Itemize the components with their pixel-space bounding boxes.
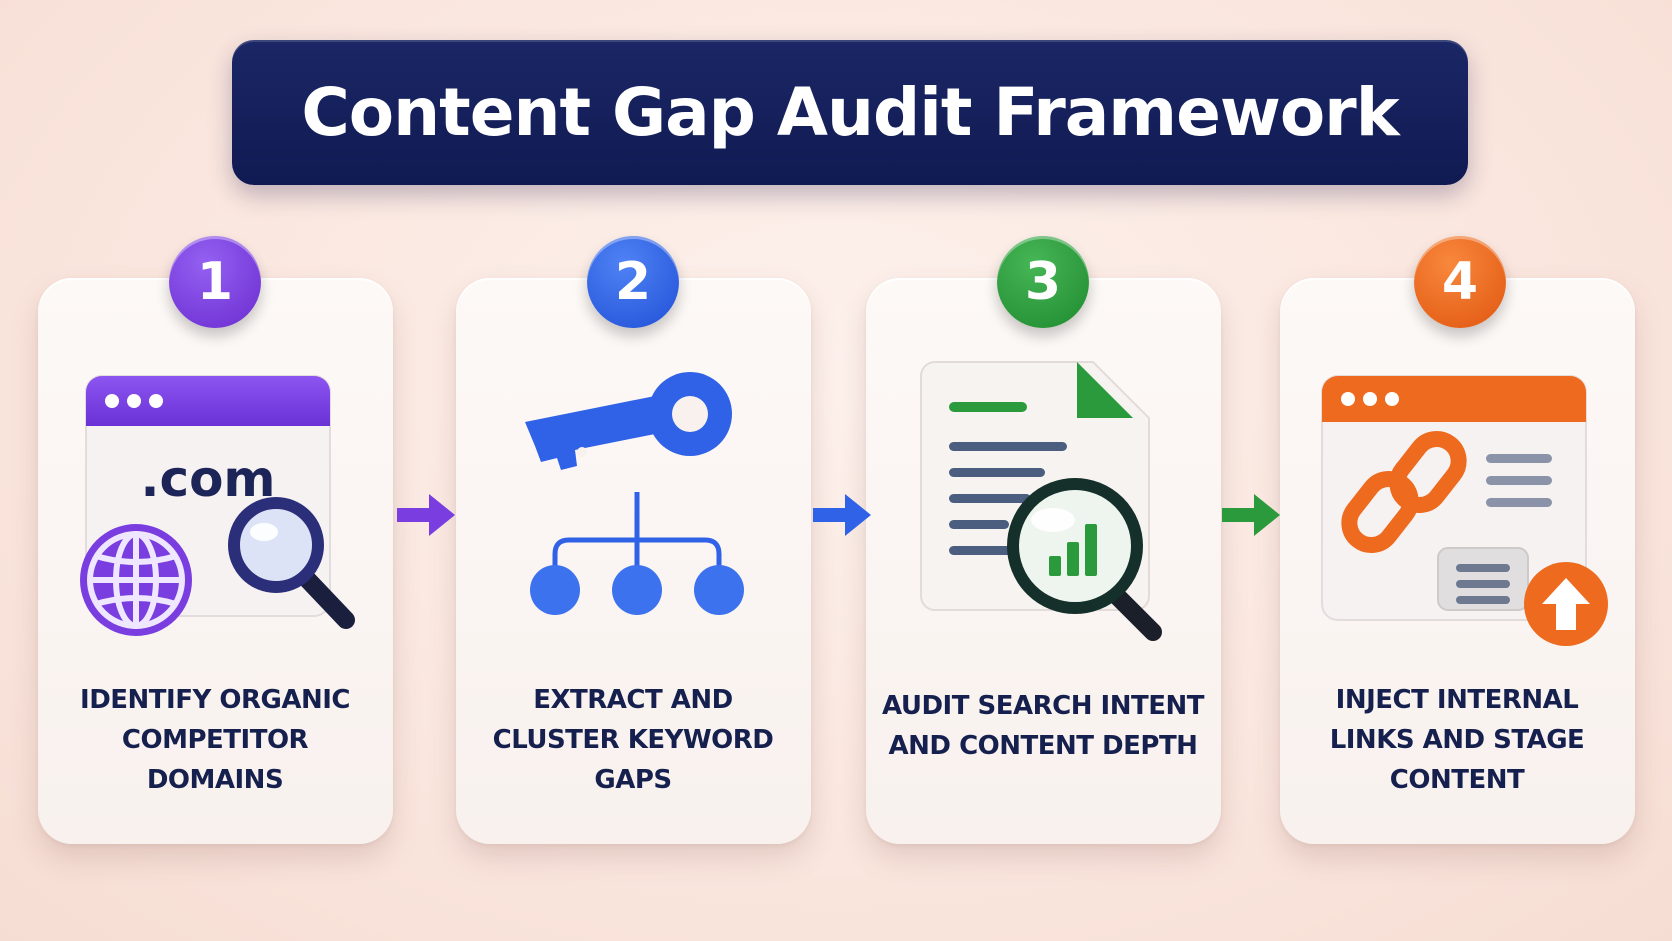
step-label-3: AUDIT SEARCH INTENT AND CONTENT DEPTH <box>882 691 1204 761</box>
step-number: 4 <box>1441 252 1479 312</box>
arrow-right-icon <box>397 494 455 536</box>
step-number-badge-2: 2 <box>587 236 679 328</box>
title-banner: Content Gap Audit Framework <box>232 40 1468 185</box>
step-label-4: INJECT INTERNAL LINKS AND STAGE CONTENT <box>1329 685 1585 795</box>
arrow-right-icon <box>813 494 871 536</box>
key-cluster-icon <box>525 372 744 615</box>
step-number-badge-1: 1 <box>169 236 261 328</box>
document-magnifier-chart-icon <box>920 361 1162 641</box>
browser-globe-magnifier-icon: .com <box>80 375 355 636</box>
browser-link-upload-icon <box>1321 375 1608 646</box>
page-title: Content Gap Audit Framework <box>301 74 1399 151</box>
step-label-2: EXTRACT AND CLUSTER KEYWORD GAPS <box>492 685 774 795</box>
arrow-right-icon <box>1222 494 1280 536</box>
step-number-badge-3: 3 <box>997 236 1089 328</box>
step-number: 3 <box>1024 252 1062 312</box>
step-number: 2 <box>614 252 652 312</box>
step-card-2 <box>456 278 811 844</box>
domain-text: .com <box>140 450 275 508</box>
step-label-1: IDENTIFY ORGANIC COMPETITOR DOMAINS <box>80 685 350 795</box>
step-number: 1 <box>196 252 234 312</box>
step-number-badge-4: 4 <box>1414 236 1506 328</box>
